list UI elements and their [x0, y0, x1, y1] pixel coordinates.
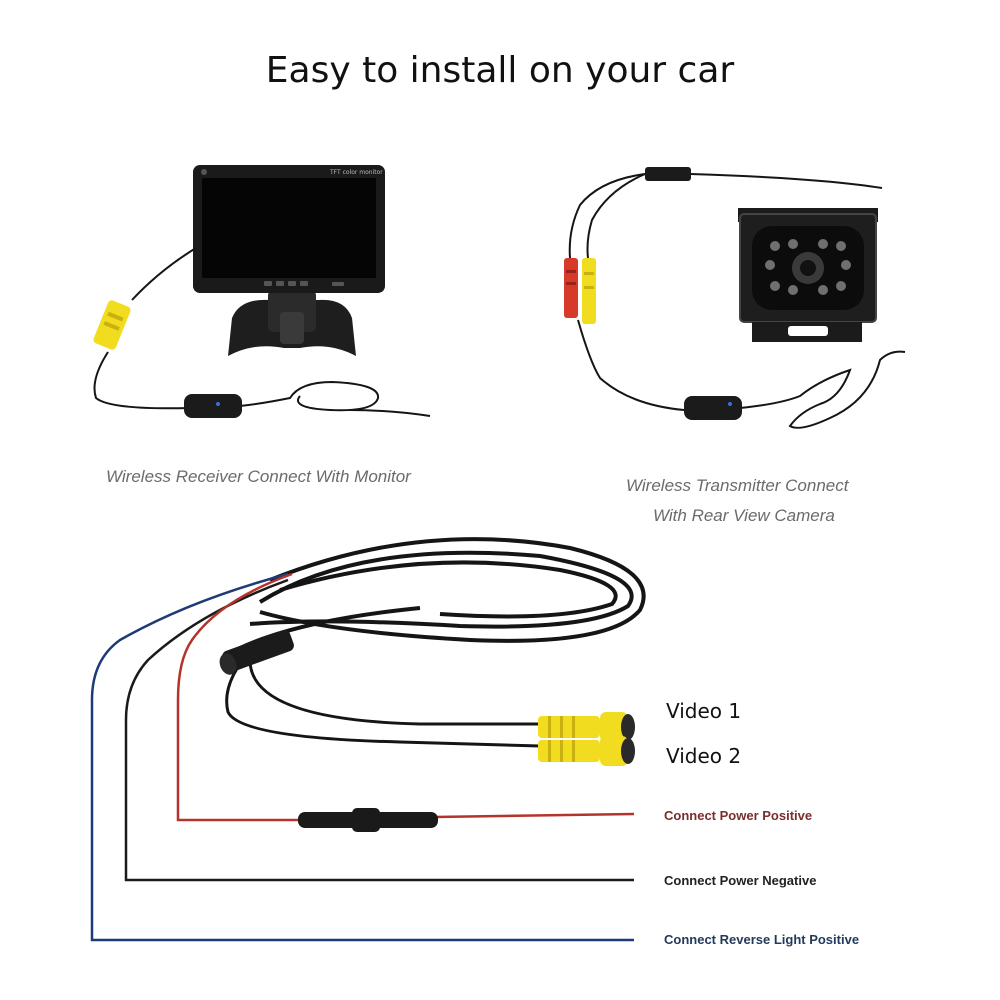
- power-positive-wire-end: [433, 812, 635, 819]
- power-negative-label: Connect Power Negative: [664, 873, 817, 888]
- din-connector: [219, 630, 294, 675]
- receiver-caption: Wireless Receiver Connect With Monitor: [106, 467, 411, 486]
- extension-cable-lead: [225, 638, 541, 748]
- video1-label: Video 1: [666, 699, 742, 723]
- wireless-transmitter: [684, 396, 742, 420]
- transmitter-cable: [568, 173, 906, 429]
- reverse-light-wire: [90, 572, 634, 942]
- video1-rca-plug: [538, 712, 635, 742]
- wireless-receiver: [184, 394, 242, 418]
- extension-cable-coil: [239, 537, 646, 650]
- transmitter-rca-red: [564, 258, 578, 318]
- video2-rca-plug: [538, 736, 635, 766]
- inline-fuse-holder: [298, 808, 438, 832]
- tft-monitor: TFT color monitor: [193, 165, 385, 356]
- page-title: Easy to install on your car: [265, 50, 735, 91]
- reverse-light-label: Connect Reverse Light Positive: [664, 932, 860, 947]
- monitor-badge: TFT color monitor: [329, 169, 383, 176]
- rear-view-camera: [738, 208, 878, 342]
- receiver-rca-connector: [93, 300, 131, 350]
- transmitter-rca-yellow: [582, 258, 596, 324]
- transmitter-caption-line2: With Rear View Camera: [653, 506, 835, 525]
- receiver-cable: [93, 247, 431, 417]
- power-positive-label: Connect Power Positive: [664, 808, 813, 823]
- power-negative-wire: [124, 578, 634, 882]
- transmitter-caption-line1: Wireless Transmitter Connect: [626, 476, 849, 495]
- video2-label: Video 2: [666, 744, 742, 768]
- power-positive-wire: [176, 572, 300, 822]
- inline-connector: [645, 167, 691, 181]
